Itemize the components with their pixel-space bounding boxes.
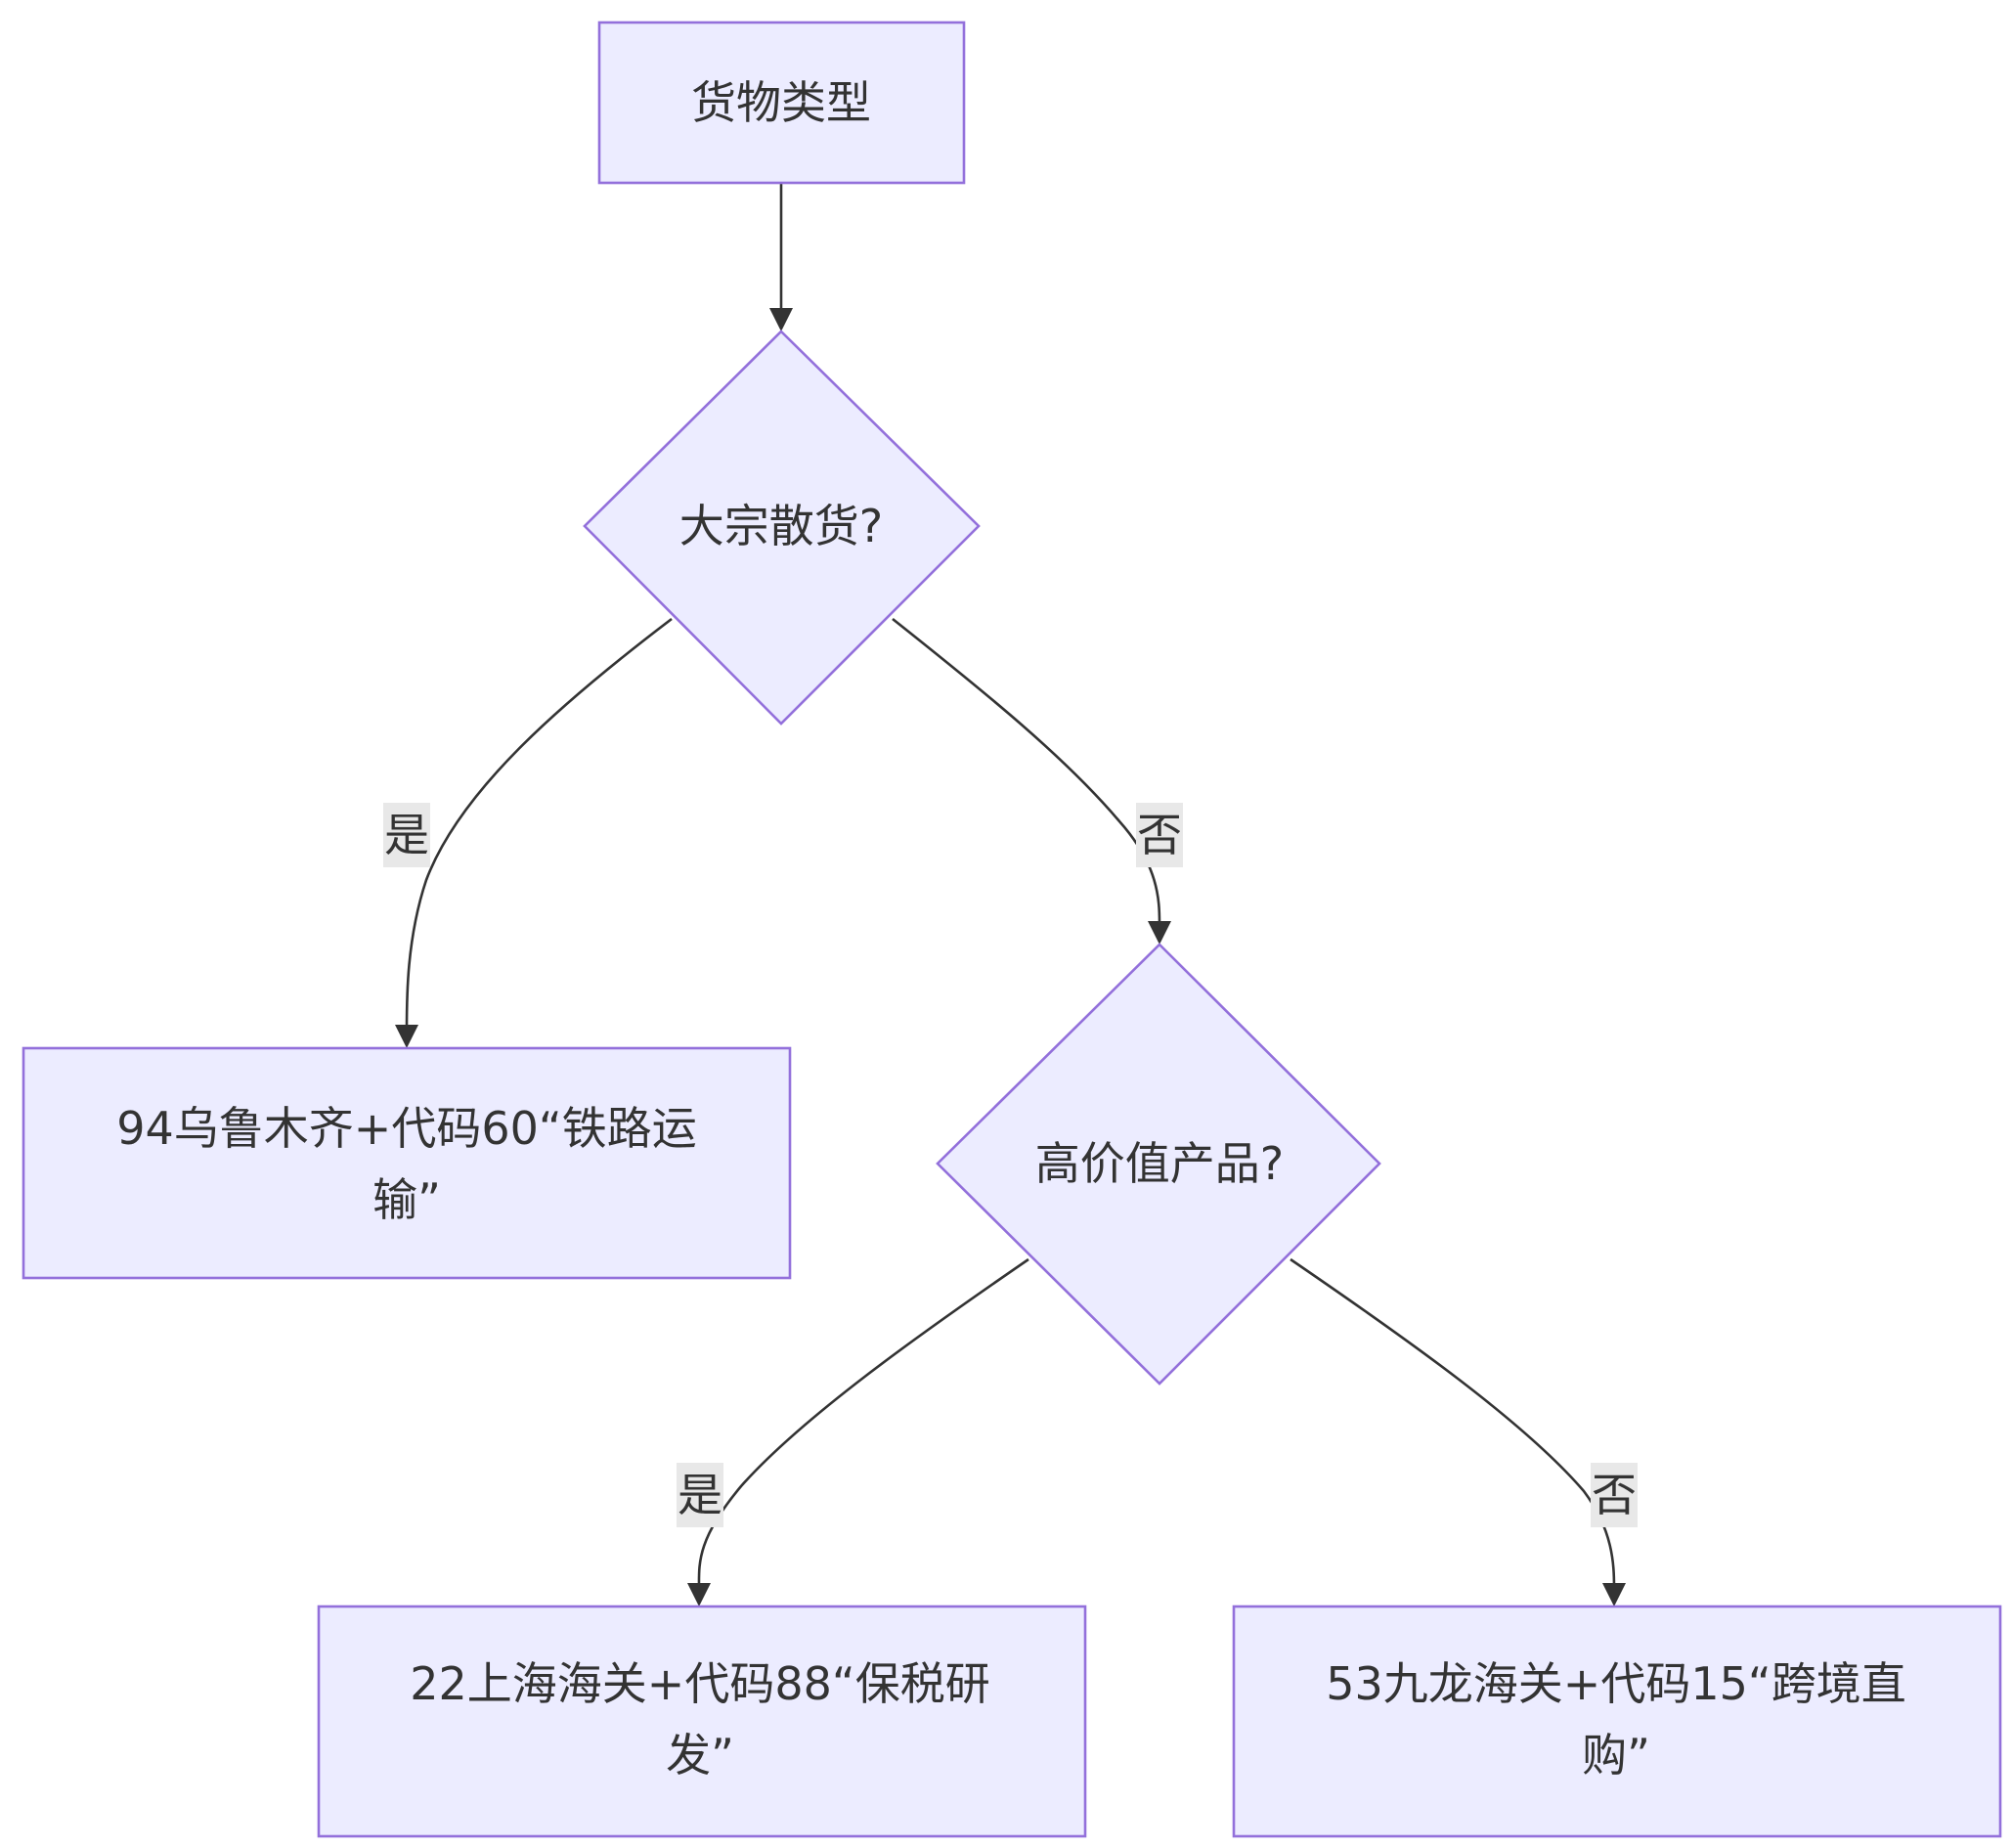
node-label-line2: 购” [1582, 1729, 1650, 1782]
edge-bulk-no [892, 617, 1161, 925]
edge-label-text: 是 [678, 1469, 722, 1521]
node-label: 货物类型 [691, 76, 871, 129]
arrowhead-value-no [1602, 1583, 1626, 1606]
edge-label-text: 否 [1137, 809, 1182, 861]
edge-labels: 是 否 是 否 [383, 803, 1638, 1527]
node-bulk-decision: 大宗散货? [583, 330, 981, 726]
edge-label-text: 是 [384, 809, 429, 861]
edge-label-bg [1136, 803, 1183, 867]
node-high-value-decision: 高价值产品? [936, 943, 1381, 1386]
node-label: 大宗散货? [679, 500, 883, 552]
node-box [22, 1046, 792, 1280]
edge-label-bg [1591, 1463, 1638, 1527]
node-box [317, 1605, 1087, 1838]
node-box [1232, 1605, 2002, 1838]
edge-label-bulk-no: 否 [1136, 803, 1183, 867]
arrowhead-bulk-yes [395, 1025, 418, 1048]
edges [395, 183, 1626, 1606]
arrowhead-value-yes [687, 1583, 711, 1606]
nodes: 货物类型 大宗散货? 高价值产品? 94乌鲁木齐+代码60“铁路运 输” 22上… [22, 21, 2002, 1838]
node-cargo-type: 货物类型 [597, 21, 966, 185]
edge-bulk-yes [405, 617, 673, 1033]
edge-label-text: 否 [1592, 1469, 1637, 1521]
node-urumqi-rail: 94乌鲁木齐+代码60“铁路运 输” [22, 1046, 792, 1280]
arrowhead-cargo-to-bulk [769, 308, 793, 331]
node-label-line2: 发” [666, 1729, 734, 1782]
arrowhead-bulk-no [1148, 921, 1171, 945]
node-label: 高价值产品? [1035, 1137, 1284, 1190]
node-label-line1: 94乌鲁木齐+代码60“铁路运 [116, 1102, 696, 1155]
node-label-line2: 输” [372, 1173, 441, 1226]
edge-label-value-no: 否 [1591, 1463, 1638, 1527]
edge-value-no [1290, 1257, 1616, 1590]
edge-label-bg [383, 803, 430, 867]
edge-label-bulk-yes: 是 [383, 803, 430, 867]
node-label-line1: 53九龙海关+代码15“跨境直 [1326, 1657, 1905, 1710]
edge-label-value-yes: 是 [677, 1463, 723, 1527]
node-shanghai-bonded: 22上海海关+代码88“保税研 发” [317, 1605, 1087, 1838]
decision-diamond [583, 330, 981, 726]
decision-diamond [936, 943, 1381, 1386]
node-label-line1: 22上海海关+代码88“保税研 [410, 1657, 989, 1710]
node-box [597, 21, 966, 185]
node-kowloon-crossborder: 53九龙海关+代码15“跨境直 购” [1232, 1605, 2002, 1838]
edge-label-bg [677, 1463, 723, 1527]
edge-value-yes [697, 1257, 1029, 1590]
